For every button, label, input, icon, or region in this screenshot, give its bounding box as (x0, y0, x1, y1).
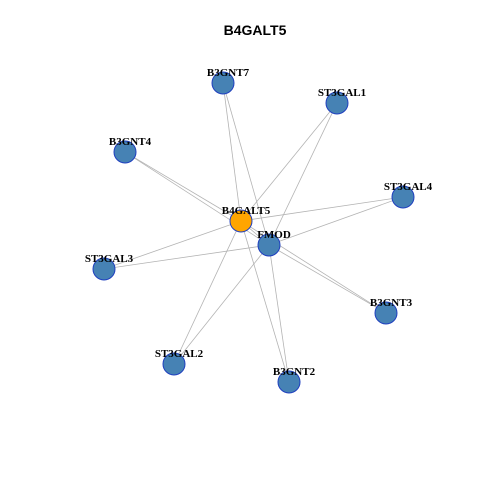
node-b3gnt7: B3GNT7 (207, 67, 250, 95)
edge-b4galt5-st3gal2 (173, 220, 242, 365)
node-label-st3gal1: ST3GAL1 (318, 87, 366, 99)
node-circle-b4galt5 (229, 209, 253, 233)
edge-fmod-st3gal1 (268, 102, 338, 246)
node-circle-st3gal2 (162, 352, 186, 376)
node-label-b3gnt2: B3GNT2 (273, 366, 316, 378)
edge-fmod-st3gal3 (103, 244, 270, 270)
node-label-b3gnt4: B3GNT4 (109, 136, 152, 148)
edge-b4galt5-b3gnt4 (124, 151, 242, 222)
node-circle-b3gnt3 (374, 301, 398, 325)
node-circle-b3gnt2 (277, 370, 301, 394)
node-label-st3gal2: ST3GAL2 (155, 348, 204, 360)
node-circle-st3gal1 (325, 91, 349, 115)
node-b3gnt2: B3GNT2 (273, 366, 316, 394)
node-circle-b3gnt4 (113, 140, 137, 164)
edge-fmod-st3gal4 (268, 196, 404, 246)
node-circle-b3gnt7 (211, 71, 235, 95)
edge-b4galt5-b3gnt7 (222, 82, 242, 222)
node-label-st3gal4: ST3GAL4 (384, 181, 433, 193)
node-circle-fmod (257, 233, 281, 257)
node-circle-st3gal4 (391, 185, 415, 209)
edge-fmod-b3gnt7 (222, 82, 270, 246)
node-label-b3gnt7: B3GNT7 (207, 67, 250, 79)
edge-fmod-st3gal2 (173, 244, 270, 365)
node-label-fmod: FMOD (257, 229, 291, 241)
node-st3gal2: ST3GAL2 (155, 348, 204, 376)
node-b3gnt4: B3GNT4 (109, 136, 152, 164)
node-label-b3gnt3: B3GNT3 (370, 297, 413, 309)
edge-fmod-b3gnt3 (268, 244, 387, 314)
edge-layer (103, 82, 404, 383)
edge-b4galt5-st3gal3 (103, 220, 242, 270)
diagram-title: B4GALT5 (224, 22, 287, 38)
node-b3gnt3: B3GNT3 (370, 297, 413, 325)
node-st3gal3: ST3GAL3 (85, 253, 134, 281)
edge-b4galt5-st3gal4 (240, 196, 404, 222)
node-label-b4galt5: B4GALT5 (222, 205, 271, 217)
node-label-st3gal3: ST3GAL3 (85, 253, 134, 265)
edge-fmod-b3gnt4 (124, 151, 270, 246)
node-st3gal4: ST3GAL4 (384, 181, 433, 209)
node-st3gal1: ST3GAL1 (318, 87, 366, 115)
node-b4galt5: B4GALT5 (222, 205, 271, 233)
node-fmod: FMOD (257, 229, 291, 257)
node-circle-st3gal3 (92, 257, 116, 281)
edge-fmod-b3gnt2 (268, 244, 290, 383)
